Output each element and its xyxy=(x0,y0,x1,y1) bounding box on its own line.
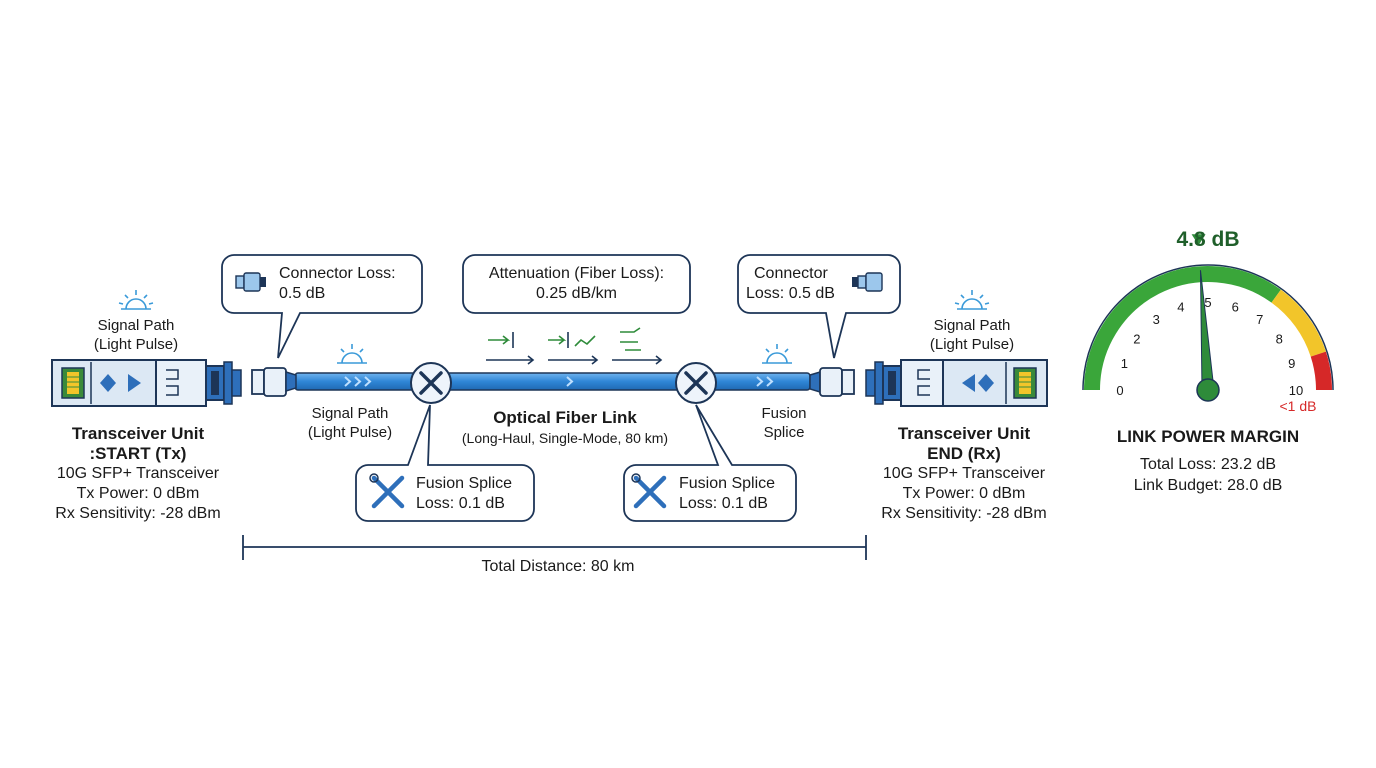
wrench-screwdriver-icon xyxy=(369,473,405,509)
gauge-tick-label: 7 xyxy=(1256,312,1263,327)
link-margin-gauge: 0 123 4 5 6 789 10 xyxy=(1082,234,1334,402)
connector-icon xyxy=(852,272,883,292)
gauge-tick-label: 0 xyxy=(1116,383,1123,398)
gauge-red-zone-label: <1 dB xyxy=(1279,398,1317,414)
sun-icon xyxy=(954,290,990,310)
connector-left-loss: Connector Loss:0.5 dB xyxy=(279,265,396,302)
gauge-zone-red xyxy=(1310,351,1332,391)
gauge-zone-yellow xyxy=(1271,289,1326,357)
left-signal-label: Signal Path(Light Pulse) xyxy=(93,317,179,353)
gauge-tick-label: 2 xyxy=(1133,331,1140,346)
gauge-value-marker xyxy=(1191,234,1206,246)
callout-connector-left xyxy=(221,254,423,359)
sun-icon xyxy=(118,290,154,310)
transceiver-icon xyxy=(865,359,1048,407)
total-distance: Total Distance: 80 km xyxy=(481,558,635,575)
callout-attenuation xyxy=(462,254,691,314)
fiber-cable xyxy=(294,372,811,391)
gauge-title: LINK POWER MARGIN xyxy=(1116,427,1300,446)
gauge-tick-label: 3 xyxy=(1153,312,1160,327)
gauge-zone-green xyxy=(1084,266,1281,391)
gauge-outline xyxy=(1082,264,1334,391)
left-unit-title: Transceiver Unit:START (Tx) xyxy=(71,424,205,463)
callout-splice-left xyxy=(355,404,535,522)
splice-right xyxy=(675,362,717,404)
callout-splice-right xyxy=(623,404,797,522)
gauge-link-budget: Link Budget: 28.0 dB xyxy=(1133,477,1283,494)
transceiver-icon xyxy=(51,359,242,407)
right-signal-label: Signal Path(Light Pulse) xyxy=(929,317,1015,353)
gauge-tick-label: 1 xyxy=(1121,356,1128,371)
link-title: Optical Fiber Link xyxy=(493,408,637,427)
arrow-icon xyxy=(486,327,663,365)
wrench-screwdriver-icon xyxy=(631,473,667,509)
connector-icon xyxy=(235,272,266,292)
link-subtitle: (Long-Haul, Single-Mode, 80 km) xyxy=(461,430,669,446)
sun-icon xyxy=(762,344,792,364)
mid-signal-label: Signal Path(Light Pulse) xyxy=(307,405,393,441)
attenuation-label: Attenuation (Fiber Loss):0.25 dB/km xyxy=(488,265,665,302)
gauge-tick-label: 5 xyxy=(1204,295,1211,310)
gauge-value-label: 4.8 dB xyxy=(1176,228,1240,251)
gauge-needle xyxy=(1199,270,1215,391)
splice-left xyxy=(410,362,452,404)
gauge-tick-label: 10 xyxy=(1289,383,1303,398)
gauge-total-loss: Total Loss: 23.2 dB xyxy=(1139,456,1277,473)
callout-connector-right xyxy=(737,254,901,359)
gauge-hub xyxy=(1196,378,1220,402)
gauge-tick-label: 8 xyxy=(1276,331,1283,346)
gauge-tick-label: 4 xyxy=(1177,299,1184,314)
distance-bar xyxy=(242,535,867,560)
connector-right xyxy=(809,367,855,397)
sun-icon xyxy=(337,344,367,364)
connector-left xyxy=(251,367,297,397)
gauge-tick-label: 9 xyxy=(1288,356,1295,371)
gauge-tick-label: 6 xyxy=(1232,299,1239,314)
